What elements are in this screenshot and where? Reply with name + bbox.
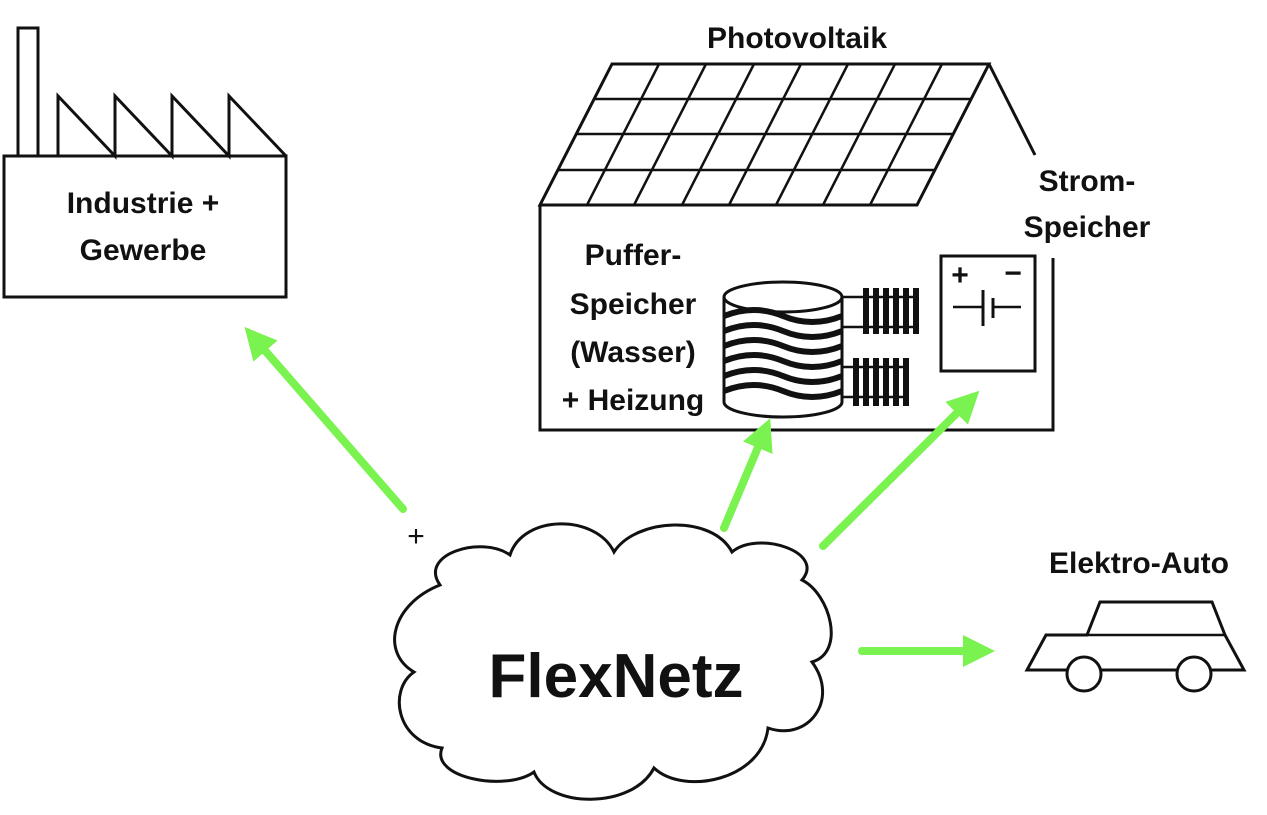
cloud-icon bbox=[393, 522, 833, 801]
arrow-to-buffer bbox=[720, 418, 773, 532]
storage-label-line1: Strom- bbox=[1039, 165, 1136, 198]
pv-label: Photovoltaik bbox=[707, 22, 887, 55]
arrow-to-factory bbox=[244, 326, 407, 513]
cloud-label: FlexNetz bbox=[489, 642, 744, 711]
battery-icon bbox=[939, 254, 1037, 373]
battery-plus-label: + bbox=[951, 259, 969, 292]
buffer-label-line1: Puffer- bbox=[585, 239, 682, 272]
buffer-label-line4: + Heizung bbox=[562, 384, 705, 417]
house-icon bbox=[538, 63, 1055, 432]
car-icon bbox=[1024, 600, 1247, 693]
solar-panel-icon bbox=[537, 62, 992, 207]
storage-label-line2: Speicher bbox=[1024, 211, 1151, 244]
car-label: Elektro-Auto bbox=[1049, 547, 1229, 580]
buffer-label-line3: (Wasser) bbox=[570, 336, 696, 369]
factory-icon bbox=[2, 26, 288, 299]
plus-marker: + bbox=[407, 520, 425, 553]
buffer-label-line2: Speicher bbox=[570, 288, 697, 321]
water-tank-icon bbox=[722, 280, 844, 419]
factory-label-line1: Industrie + bbox=[67, 187, 220, 220]
radiator-icon bbox=[842, 358, 909, 406]
factory-label-line2: Gewerbe bbox=[80, 234, 207, 267]
battery-minus-label: − bbox=[1004, 257, 1022, 290]
radiator-icon bbox=[842, 288, 919, 334]
arrow-to-battery bbox=[819, 390, 980, 550]
